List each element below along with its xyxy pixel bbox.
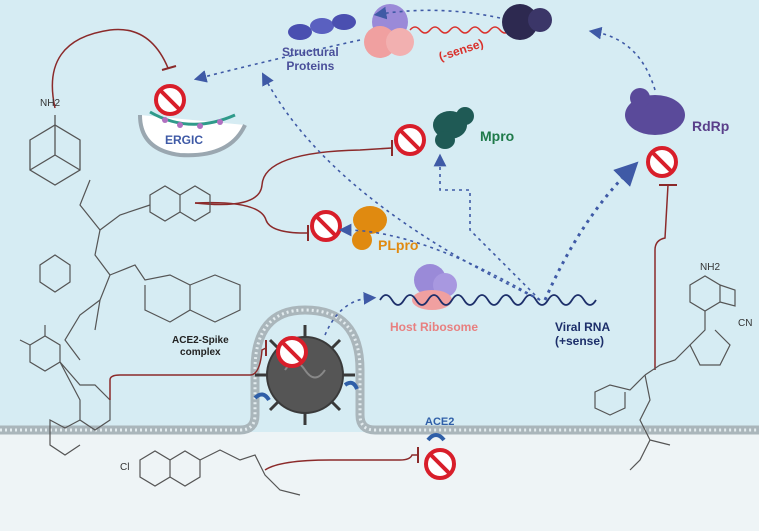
arrow-to-ergic: [193, 39, 361, 83]
structural-proteins-icon: [288, 4, 414, 58]
chloroquine-structure: [139, 449, 301, 496]
arrow-to-mpro: [433, 153, 541, 301]
ribosome-icon: [412, 264, 457, 310]
extracellular-region: [0, 432, 759, 531]
arrow-to-rdrp: [543, 161, 639, 301]
plpro-blob-icon: [352, 206, 387, 250]
no-symbol-icon: [154, 84, 186, 116]
no-symbol-icon: [424, 448, 456, 480]
inhibition-line-plpro: [194, 201, 307, 234]
amantadine-nh2-label: NH2: [40, 98, 61, 109]
cell-membrane: [0, 305, 759, 435]
inhibition-line-ace2: [264, 454, 418, 471]
arrow-to-plpro: [338, 223, 541, 301]
plpro-label: PLpro: [378, 237, 419, 253]
rdrp-blob-icon: [625, 88, 685, 135]
mpro-label: Mpro: [480, 128, 515, 144]
rdrp-label: RdRp: [692, 118, 730, 134]
arrow-to-ribosome: [324, 292, 377, 336]
viral-rna-label: Viral RNA (+sense): [555, 320, 611, 348]
chloroquine-cl-label: Cl: [120, 462, 130, 473]
protease-inhibitor-structure: [39, 179, 241, 361]
no-symbol-icon: [310, 210, 342, 242]
ergic-compartment: [138, 114, 247, 158]
structural-proteins-label: Structural Proteins: [282, 45, 339, 73]
remdesivir-structure: [594, 275, 736, 471]
arrow-to-dsrna: [588, 26, 656, 91]
arrow-to-proteins: [373, 6, 501, 20]
flavonoid-structure: [19, 325, 111, 456]
ace2-label: ACE2: [425, 416, 455, 428]
no-symbol-icon: [276, 336, 308, 368]
inhibition-line-mpro: [194, 147, 393, 206]
arrow-to-structural: [261, 72, 541, 301]
no-symbol-icon: [646, 146, 678, 178]
amantadine-structure: [29, 115, 81, 186]
dsrna-complex-icon: [502, 4, 552, 40]
inhibition-line-spike: [109, 347, 267, 400]
minus-sense-rna: [409, 26, 511, 34]
no-symbol-icon: [394, 124, 426, 156]
inhibition-line-rdrp: [654, 184, 669, 370]
mpro-blob-icon: [433, 107, 474, 149]
inhibition-line-amantadine: [51, 28, 169, 109]
viral-rna-plus-sense: [379, 294, 597, 306]
remdesivir-nh2-label: NH2: [700, 262, 721, 273]
coronavirus-icon: [255, 325, 355, 425]
ace2-spike-complex-label: ACE2-Spike complex: [172, 335, 229, 358]
ace2-receptor-icon: [253, 380, 359, 402]
ergic-label: ERGIC: [165, 133, 204, 147]
remdesivir-cn-label: CN: [738, 318, 753, 329]
ace2-receptor-icon: [426, 433, 446, 442]
host-ribosome-label: Host Ribosome: [390, 320, 479, 334]
